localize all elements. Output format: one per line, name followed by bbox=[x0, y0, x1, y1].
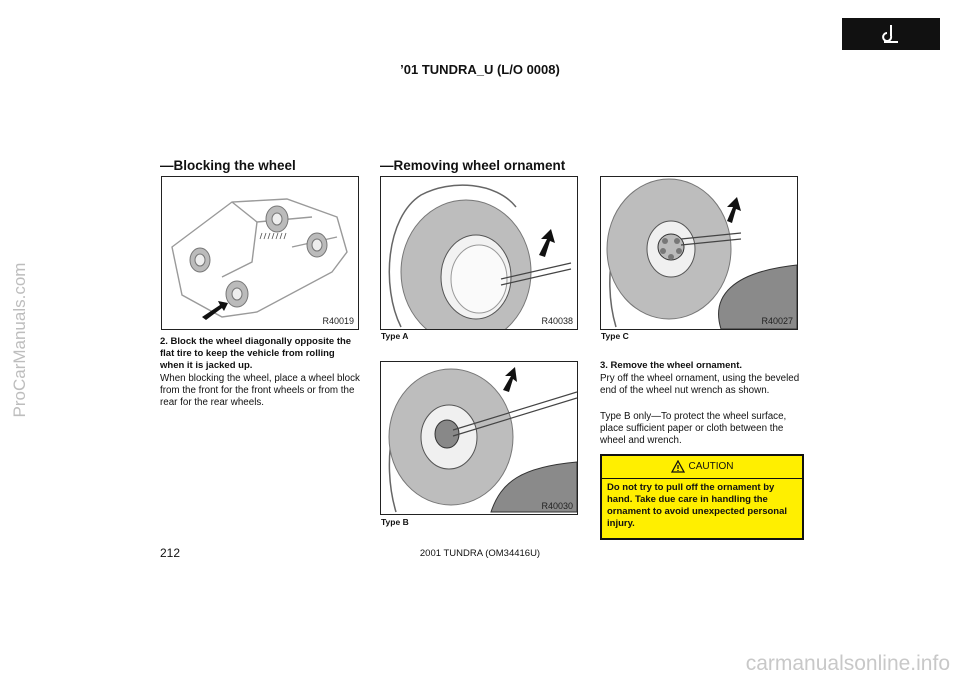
caution-header: CAUTION bbox=[602, 456, 802, 479]
page-footer: 2001 TUNDRA (OM34416U) bbox=[419, 548, 541, 559]
section-title-removing: —Removing wheel ornament bbox=[380, 158, 566, 173]
removing-body-text-2: Type B only—To protect the wheel surface… bbox=[600, 411, 787, 446]
page-header: ’01 TUNDRA_U (L/O 0008) bbox=[400, 62, 560, 77]
type-b-illustration bbox=[388, 367, 577, 513]
figure-code: R40030 bbox=[541, 501, 573, 511]
warning-triangle-icon bbox=[670, 459, 685, 473]
step-3: 3. Remove the wheel ornament. bbox=[600, 360, 743, 371]
left-watermark: ProCarManuals.com bbox=[0, 200, 50, 500]
caution-box: CAUTION Do not try to pull off the ornam… bbox=[600, 454, 804, 540]
step-2: 2. Block the wheel diagonally opposite t… bbox=[160, 336, 360, 372]
figure-code: R40019 bbox=[322, 316, 354, 326]
removing-body-text-1: Pry off the wheel ornament, using the be… bbox=[600, 373, 800, 396]
figure-type-b: R40030 bbox=[380, 361, 578, 515]
chapter-tab bbox=[842, 18, 940, 50]
figure-type-a: R40038 bbox=[380, 176, 578, 330]
figure-blocking-wheel: R40019 bbox=[161, 176, 359, 330]
type-a-illustration bbox=[388, 184, 572, 329]
caption-type-b: Type B bbox=[381, 517, 409, 527]
bottom-watermark: carmanualsonline.info bbox=[745, 652, 950, 675]
left-watermark-text: ProCarManuals.com bbox=[10, 262, 29, 418]
page-number: 212 bbox=[160, 546, 181, 560]
figure-code: R40038 bbox=[541, 316, 573, 326]
truck-illustration bbox=[171, 198, 348, 320]
section-title-blocking: —Blocking the wheel bbox=[160, 158, 296, 173]
caution-text: Do not try to pull off the ornament by h… bbox=[607, 482, 788, 529]
caption-type-c: Type C bbox=[601, 331, 629, 341]
caption-type-a: Type A bbox=[381, 331, 409, 341]
caution-title: CAUTION bbox=[688, 461, 734, 472]
figure-type-c: R40027 bbox=[600, 176, 798, 330]
jack-hook-icon bbox=[882, 25, 898, 43]
step-2-text: 2. Block the wheel diagonally opposite t… bbox=[160, 336, 352, 371]
type-c-illustration bbox=[606, 178, 797, 329]
blocking-body-text: When blocking the wheel, place a wheel b… bbox=[160, 373, 360, 408]
figure-code: R40027 bbox=[761, 316, 793, 326]
